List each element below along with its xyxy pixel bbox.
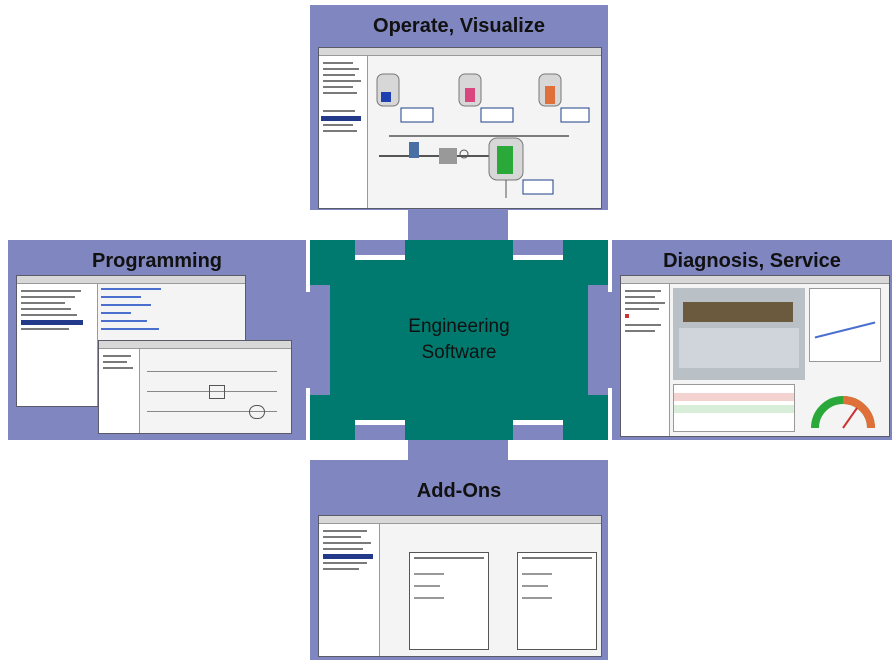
process-diagram — [376, 73, 590, 198]
hub-bottom-left-arm — [355, 425, 405, 440]
panel-title: Programming — [91, 250, 223, 272]
toolbar — [17, 276, 245, 284]
trend-chart — [809, 288, 881, 362]
hub-top-left-arm — [355, 240, 405, 255]
function-block-1 — [409, 552, 489, 650]
hub-label: Engineering Software — [310, 314, 608, 366]
data-table — [673, 384, 795, 432]
toolbar — [319, 48, 601, 56]
diagnosis-screenshot — [620, 275, 890, 437]
panel-title: Add-Ons — [416, 480, 502, 502]
hub-left-arm — [310, 285, 330, 395]
hub-right-arm — [588, 285, 608, 395]
panel-title: Diagnosis, Service — [663, 250, 841, 272]
toolbar — [99, 341, 291, 349]
gauge — [811, 396, 875, 429]
hub-label-line1: Engineering — [408, 316, 510, 337]
toolbar — [319, 516, 601, 524]
ladder-editor-screenshot — [98, 340, 292, 434]
project-tree — [319, 56, 368, 208]
panel-programming: Programming — [8, 240, 306, 440]
toolbar — [621, 276, 889, 284]
function-block-screenshot — [318, 515, 602, 657]
panel-diagnosis-service: Diagnosis, Service — [612, 240, 892, 440]
project-tree — [17, 284, 98, 406]
machine-image — [673, 288, 805, 380]
panel-operate-visualize: Operate, Visualize — [310, 5, 608, 210]
project-tree — [621, 284, 670, 436]
hub-label-line2: Software — [421, 342, 497, 363]
panel-add-ons: Add-Ons — [310, 460, 608, 660]
project-tree — [99, 349, 140, 433]
panel-title: Operate, Visualize — [373, 15, 545, 37]
function-block-2 — [517, 552, 597, 650]
hub-body — [310, 240, 608, 440]
project-tree — [319, 524, 380, 656]
hub-top-right-arm — [513, 240, 563, 255]
hub-bottom-right-arm — [513, 425, 563, 440]
hmi-screenshot — [318, 47, 602, 209]
